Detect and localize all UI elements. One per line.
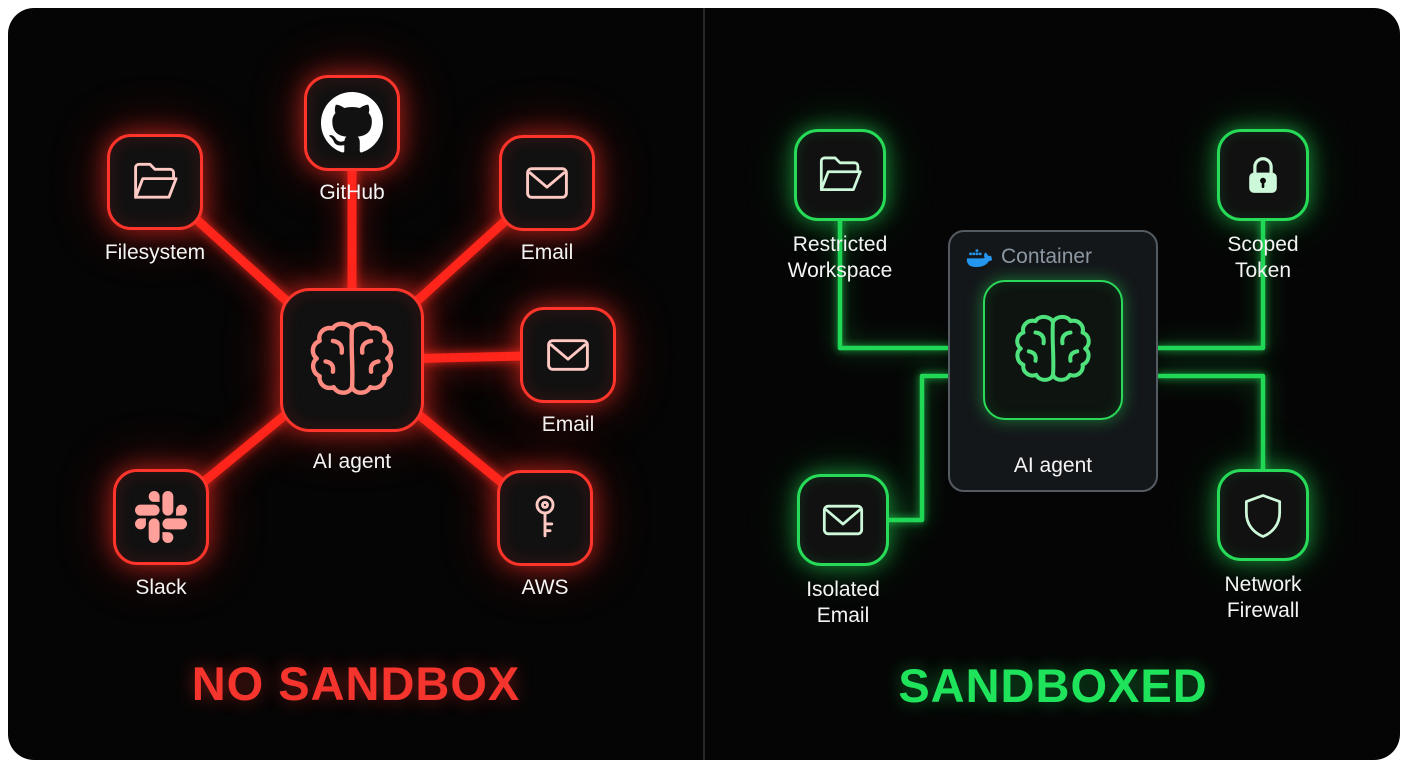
envelope-icon xyxy=(526,167,568,199)
panel-divider xyxy=(703,8,705,760)
container-label: Container xyxy=(1001,245,1093,268)
scoped-token-node xyxy=(1217,129,1309,221)
scoped-token-label: Scoped Token xyxy=(1227,233,1299,282)
github-icon xyxy=(321,92,383,153)
email-right-node xyxy=(520,307,616,403)
sandboxed-ai-agent-node xyxy=(983,280,1123,420)
envelope-icon xyxy=(547,339,589,371)
no-sandbox-panel: Filesystem GitHub Email Email xyxy=(8,8,704,760)
aws-label: AWS xyxy=(521,576,569,599)
restricted-workspace-label: Restricted Workspace xyxy=(787,233,893,282)
envelope-icon xyxy=(822,504,864,536)
slack-label: Slack xyxy=(135,576,187,599)
isolated-email-label: Isolated Email xyxy=(806,578,880,627)
network-firewall-label: Network Firewall xyxy=(1224,573,1302,622)
docker-icon xyxy=(966,249,992,267)
github-node xyxy=(304,75,400,171)
filesystem-label: Filesystem xyxy=(104,241,206,264)
filesystem-node xyxy=(107,134,203,230)
email-top-label: Email xyxy=(520,241,574,264)
brain-icon xyxy=(310,321,394,395)
isolated-email-node xyxy=(797,474,889,566)
folder-icon xyxy=(819,156,862,192)
network-firewall-node xyxy=(1217,469,1309,561)
ai-agent-label: AI agent xyxy=(312,450,392,473)
slack-node xyxy=(113,469,209,565)
sandboxed-title: SANDBOXED xyxy=(898,659,1208,712)
diagram-canvas: Filesystem GitHub Email Email xyxy=(8,8,1400,760)
no-sandbox-title: NO SANDBOX xyxy=(191,657,521,710)
email-top-node xyxy=(499,135,595,231)
lock-icon xyxy=(1249,157,1277,193)
ai-agent-node xyxy=(280,288,424,432)
restricted-workspace-node xyxy=(794,129,886,221)
shield-icon xyxy=(1244,494,1282,538)
email-right-label: Email xyxy=(541,413,595,436)
brain-icon xyxy=(1015,314,1091,382)
sandboxed-panel: Container AI agent Restricted Workspace xyxy=(706,8,1400,760)
container-header: Container xyxy=(966,245,1092,269)
aws-node xyxy=(497,470,593,566)
folder-icon xyxy=(134,162,178,199)
slack-icon xyxy=(135,491,187,543)
key-icon xyxy=(535,495,555,538)
github-label: GitHub xyxy=(319,181,385,204)
sandboxed-ai-agent-label: AI agent xyxy=(1013,454,1093,477)
